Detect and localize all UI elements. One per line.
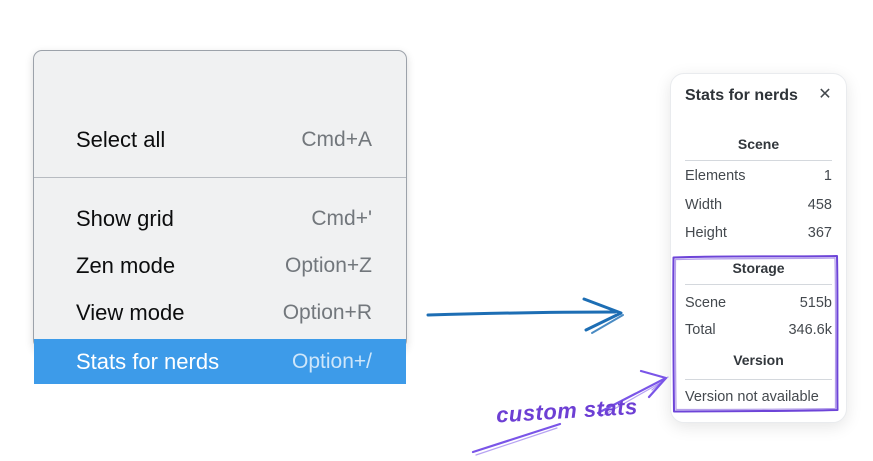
menu-item-view-mode[interactable]: View mode Option+R xyxy=(34,290,406,336)
section-heading-scene: Scene xyxy=(737,136,780,152)
stat-value: 367 xyxy=(807,225,832,241)
stat-value: 458 xyxy=(807,197,832,213)
menu-item-shortcut: Option+/ xyxy=(292,349,372,373)
menu-item-shortcut: Option+Z xyxy=(285,254,372,277)
menu-item-label: Stats for nerds xyxy=(76,348,220,374)
stat-row-scene-storage: Scene 515b xyxy=(685,295,832,312)
stats-panel: Stats for nerds ✕ Scene Elements 1 Width… xyxy=(670,73,847,423)
close-icon[interactable]: ✕ xyxy=(818,86,832,103)
menu-item-select-all[interactable]: Select all Cmd+A xyxy=(34,117,406,163)
menu-separator xyxy=(34,177,406,178)
section-heading-storage: Storage xyxy=(732,260,785,276)
stat-label: Total xyxy=(685,322,716,338)
menu-item-shortcut: Cmd+' xyxy=(311,207,372,230)
menu-item-label: Select all xyxy=(76,127,166,152)
stat-value: 515b xyxy=(799,295,832,311)
menu-item-shortcut: Cmd+A xyxy=(301,128,372,151)
stat-label: Width xyxy=(685,197,723,213)
menu-item-zen-mode[interactable]: Zen mode Option+Z xyxy=(34,243,406,289)
section-divider xyxy=(685,379,832,380)
stats-panel-title: Stats for nerds xyxy=(685,87,798,104)
menu-item-show-grid[interactable]: Show grid Cmd+' xyxy=(34,196,406,242)
section-heading-version: Version xyxy=(733,352,784,368)
stat-value: 1 xyxy=(823,168,832,184)
annotation-label: custom stats xyxy=(495,393,639,428)
stat-row-width: Width 458 xyxy=(685,197,832,214)
menu-item-label: Show grid xyxy=(76,206,174,231)
stat-row-total-storage: Total 346.6k xyxy=(685,322,832,339)
context-menu: Select all Cmd+A Show grid Cmd+' Zen mod… xyxy=(33,50,407,384)
menu-item-shortcut: Option+R xyxy=(282,301,372,324)
stat-label: Height xyxy=(685,225,727,241)
menu-item-label: View mode xyxy=(76,300,185,325)
flow-arrow xyxy=(426,297,624,334)
section-divider xyxy=(685,160,832,161)
stat-row-height: Height 367 xyxy=(685,225,832,242)
version-note: Version not available xyxy=(685,389,819,405)
stat-label: Elements xyxy=(685,168,746,184)
stat-value: 346.6k xyxy=(788,322,832,338)
section-divider xyxy=(685,284,832,285)
menu-item-label: Zen mode xyxy=(76,253,176,278)
menu-item-stats-for-nerds[interactable]: Stats for nerds Option+/ xyxy=(34,339,406,384)
stat-row-elements: Elements 1 xyxy=(685,168,832,185)
stat-label: Scene xyxy=(685,295,727,311)
